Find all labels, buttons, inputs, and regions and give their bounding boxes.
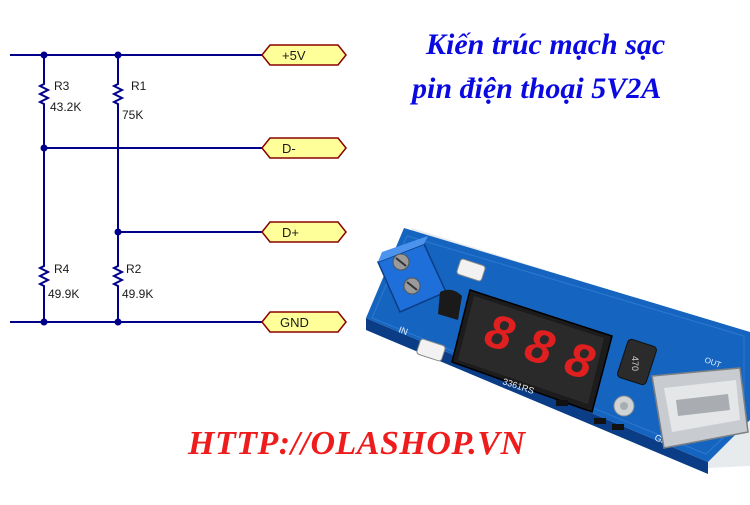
smd-resistor	[612, 424, 624, 430]
smd-resistor	[594, 418, 606, 424]
port-shape	[261, 221, 347, 243]
junction-dot	[114, 318, 122, 326]
pcb-edge	[366, 318, 708, 474]
resistor-r2-value: 49.9K	[122, 287, 153, 301]
resistor-r3-value: 43.2K	[50, 100, 81, 114]
transistor	[438, 289, 462, 320]
port-label-5v: +5V	[282, 48, 306, 63]
display-face	[458, 296, 604, 404]
schematic: R3 43.2K R1 75K R4 49.9K R2 49.9K +5V D-…	[10, 44, 347, 333]
port-label-gnd: GND	[280, 315, 309, 330]
inductor-marking: 470	[630, 356, 640, 371]
port-dplus: D+	[261, 221, 347, 243]
junction-dot	[114, 228, 122, 236]
port-label-dminus: D-	[282, 141, 296, 156]
resistor-r2-ref: R2	[126, 262, 142, 276]
screw-slot	[395, 257, 407, 267]
push-button-bottom	[416, 338, 446, 362]
resistor-r4-ref: R4	[54, 262, 70, 276]
port-dminus: D-	[261, 137, 347, 159]
resistor-r4-value: 49.9K	[48, 287, 79, 301]
diagram-title-line-1: Kiến trúc mạch sạc	[426, 28, 666, 61]
charger-board: IN GND OUT 8 8 8 3361RS	[366, 228, 750, 474]
usb-tongue	[676, 394, 730, 416]
resistor-r4-symbol	[37, 262, 51, 290]
capacitor-top	[620, 402, 628, 410]
port-label-dplus: D+	[282, 225, 299, 240]
resistor-r1-symbol	[111, 80, 125, 108]
junction-dot	[40, 51, 48, 59]
port-shape	[261, 311, 347, 333]
push-button-top	[456, 258, 486, 282]
inductor	[617, 338, 657, 386]
junction-dot	[114, 51, 122, 59]
smd-resistor	[556, 400, 568, 406]
silk-in-label: IN	[397, 324, 409, 336]
junction-dot	[40, 318, 48, 326]
port-shape	[261, 44, 347, 66]
port-5v: +5V	[261, 44, 347, 66]
resistor-r3-symbol	[37, 80, 51, 108]
diagram-title-line-2: pin điện thoại 5V2A	[412, 72, 662, 105]
port-gnd: GND	[261, 311, 347, 333]
port-shape	[261, 137, 347, 159]
resistor-r3-ref: R3	[54, 79, 70, 93]
resistor-r2-symbol	[111, 262, 125, 290]
junction-dot	[40, 144, 48, 152]
website-url[interactable]: HTTP://OLASHOP.VN	[188, 425, 526, 462]
resistor-r1-value: 75K	[122, 108, 143, 122]
resistor-r1-ref: R1	[131, 79, 147, 93]
screw-terminal-top	[378, 236, 428, 262]
screw-slot	[406, 281, 418, 291]
